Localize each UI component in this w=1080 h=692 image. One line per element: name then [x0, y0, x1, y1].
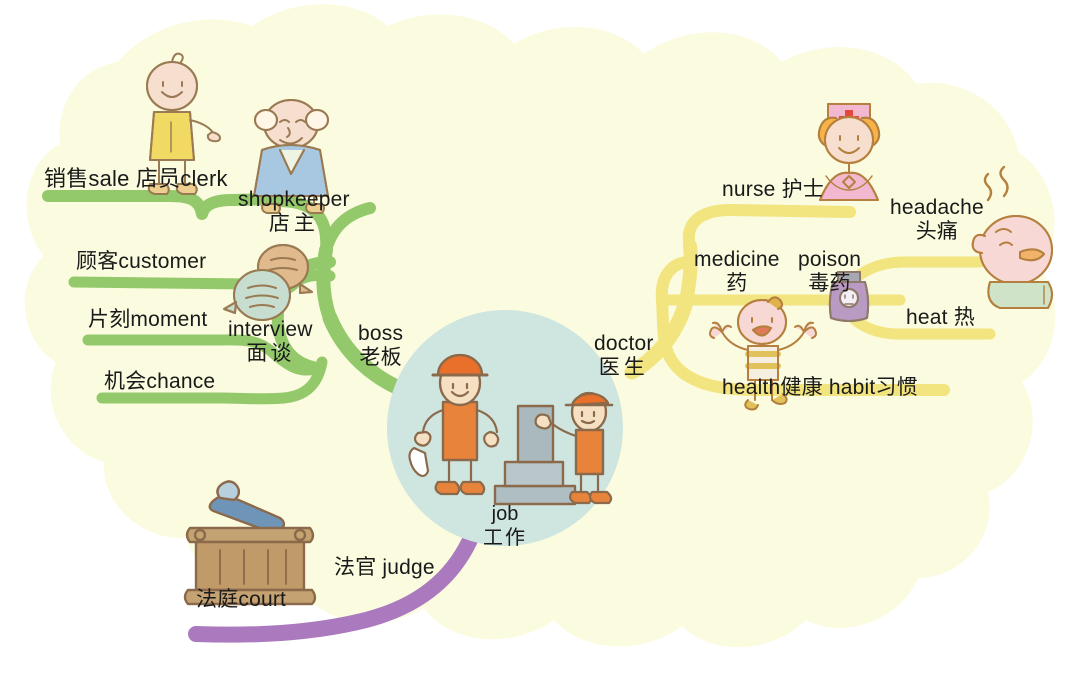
health-child-illustration [709, 296, 817, 411]
label-boss-en: boss [358, 322, 404, 345]
label-headache-en: headache [890, 196, 984, 219]
label-job-zh: 工作 [483, 527, 527, 549]
branch-purple-judge [188, 532, 478, 643]
branch-green-moment [82, 334, 324, 376]
shopkeeper-person-illustration [253, 99, 329, 214]
label-poison-en: poison [798, 248, 862, 271]
label-interview-en: interview [228, 318, 313, 341]
label-medicine: medicine 药 [694, 248, 780, 296]
label-doctor: doctor 医生 [594, 332, 654, 380]
label-health-habit: health健康 habit习惯 [722, 376, 918, 399]
label-medicine-zh: 药 [726, 271, 748, 295]
label-headache-zh: 头痛 [915, 219, 959, 243]
label-doctor-en: doctor [594, 332, 654, 355]
label-nurse: nurse 护士 [722, 178, 824, 201]
court-bench-gavel-illustration [183, 480, 317, 606]
label-shopkeeper: shopkeeper 店主 [238, 188, 350, 236]
branch-yellow-nurse [682, 204, 856, 252]
label-shopkeeper-zh: 店主 [268, 211, 319, 235]
poison-bottle-illustration [828, 271, 870, 322]
label-chance: 机会chance [104, 370, 216, 393]
branch-yellow-health [655, 256, 950, 396]
clerk-person-illustration [146, 52, 221, 195]
label-boss-zh: 老板 [359, 345, 402, 369]
label-shopkeeper-en: shopkeeper [238, 188, 350, 211]
construction-workers-illustration [408, 353, 614, 506]
headache-person-illustration [971, 165, 1053, 309]
label-court: 法庭court [196, 588, 287, 611]
label-moment: 片刻moment [88, 308, 208, 331]
label-customer: 顾客customer [76, 250, 207, 273]
nurse-person-illustration [817, 103, 881, 201]
label-medicine-en: medicine [694, 248, 780, 271]
label-interview-zh: 面谈 [246, 341, 295, 365]
label-poison-zh: 毒药 [808, 271, 851, 295]
interview-speech-bubbles-illustration [223, 244, 313, 321]
label-job-center: job 工作 [455, 502, 555, 550]
label-doctor-zh: 医生 [598, 355, 649, 379]
label-headache: headache 头痛 [890, 196, 984, 244]
branch-green-chance [96, 356, 328, 405]
label-boss: boss 老板 [358, 322, 403, 370]
label-poison: poison 毒药 [798, 248, 861, 296]
label-judge: 法官 judge [334, 556, 435, 579]
label-sale-clerk: 销售sale 店员clerk [44, 166, 228, 191]
label-interview: interview 面谈 [228, 318, 313, 366]
label-heat: heat 热 [906, 306, 975, 329]
label-job-en: job [491, 503, 519, 525]
